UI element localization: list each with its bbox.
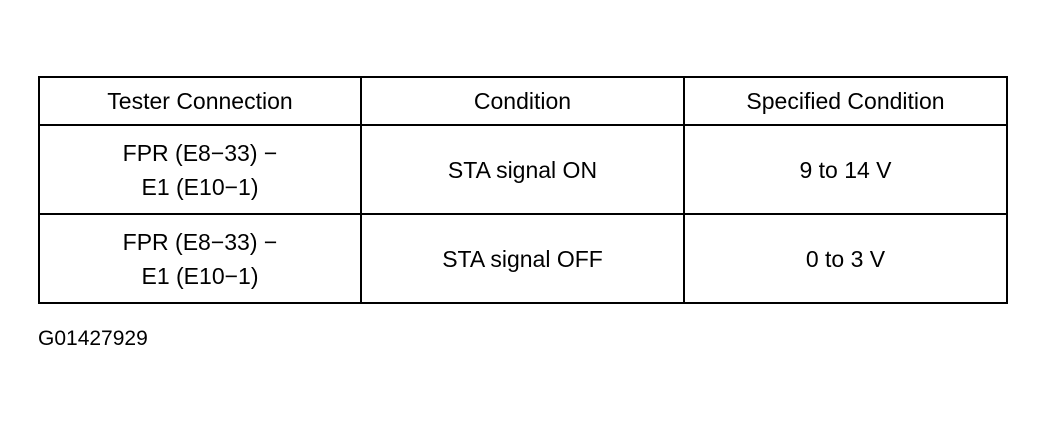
table-row: FPR (E8−33) − E1 (E10−1) STA signal OFF … <box>38 213 1008 304</box>
specified-condition-cell: 9 to 14 V <box>683 124 1008 215</box>
table-row: FPR (E8−33) − E1 (E10−1) STA signal ON 9… <box>38 124 1008 215</box>
table-header-row: Tester Connection Condition Specified Co… <box>38 76 1008 126</box>
tester-connection-cell: FPR (E8−33) − E1 (E10−1) <box>38 213 362 304</box>
connection-line: E1 (E10−1) <box>141 173 259 200</box>
header-condition: Condition <box>360 76 685 126</box>
condition-cell: STA signal ON <box>360 124 685 215</box>
figure-id: G01427929 <box>38 327 148 350</box>
tester-connection-cell: FPR (E8−33) − E1 (E10−1) <box>38 124 362 215</box>
connection-line: FPR (E8−33) − <box>122 139 278 166</box>
connection-line: FPR (E8−33) − <box>122 228 278 255</box>
specification-table: Tester Connection Condition Specified Co… <box>38 76 1008 304</box>
specified-condition-cell: 0 to 3 V <box>683 213 1008 304</box>
header-specified-condition: Specified Condition <box>683 76 1008 126</box>
connection-line: E1 (E10−1) <box>141 262 259 289</box>
header-tester-connection: Tester Connection <box>38 76 362 126</box>
condition-cell: STA signal OFF <box>360 213 685 304</box>
